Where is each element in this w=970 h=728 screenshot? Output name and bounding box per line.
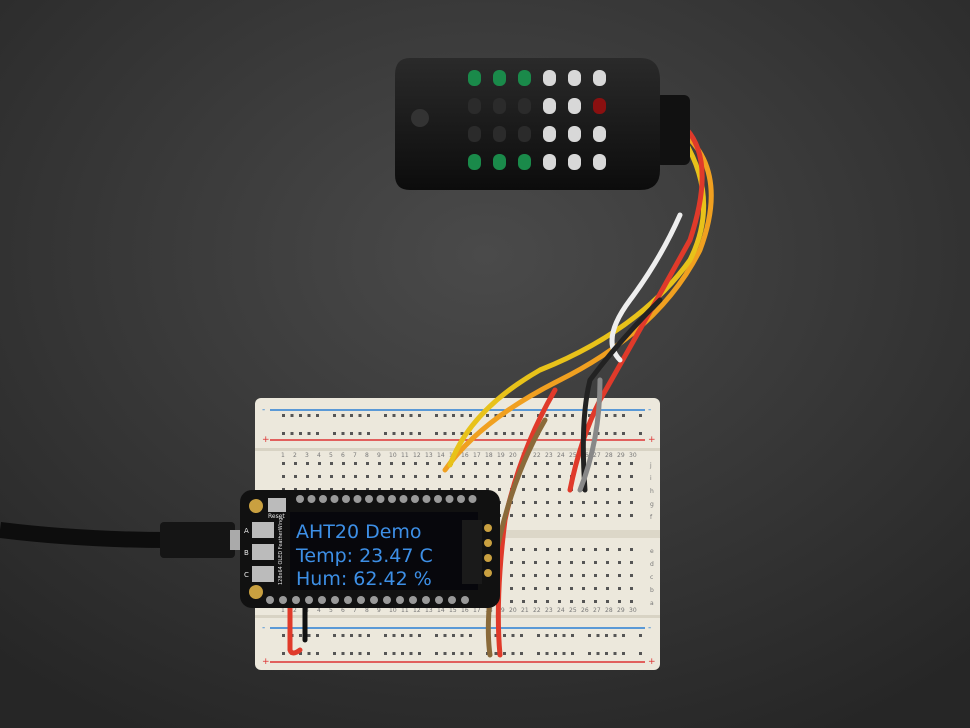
usb-cable	[0, 522, 244, 558]
row-letter: j	[649, 462, 652, 469]
column-number: 4	[317, 607, 321, 614]
column-number: 23	[545, 452, 553, 459]
reset-label: Reset	[268, 513, 285, 520]
oled-line-humidity: Hum: 62.42 %	[296, 568, 432, 590]
column-number: 17	[473, 607, 481, 614]
column-number: 26	[581, 607, 589, 614]
column-number: 6	[341, 607, 345, 614]
row-letter: i	[650, 475, 652, 482]
button-b-label: B	[244, 549, 249, 557]
row-letter: c	[650, 574, 653, 581]
column-number: 20	[509, 452, 517, 459]
column-number: 27	[593, 607, 601, 614]
aht20-sensor-housing	[395, 58, 690, 190]
column-number: 4	[317, 452, 321, 459]
button-b[interactable]	[252, 544, 274, 560]
column-number: 25	[569, 452, 577, 459]
rail-sign: -	[648, 623, 651, 633]
column-number: 9	[377, 452, 381, 459]
column-number: 13	[425, 452, 433, 459]
column-number: 24	[557, 452, 565, 459]
column-number: 20	[509, 607, 517, 614]
column-number: 11	[401, 607, 409, 614]
column-number: 1	[281, 452, 285, 459]
oled-line-temp: Temp: 23.47 C	[295, 545, 433, 567]
oled-featherwing: Reset A B C 128x64 OLED FeatherWing AHT2…	[240, 490, 500, 608]
button-c[interactable]	[252, 566, 274, 582]
rail-sign: +	[648, 657, 656, 667]
column-number: 22	[533, 452, 541, 459]
row-letter: d	[650, 561, 654, 568]
column-number: 15	[449, 607, 457, 614]
row-letter: e	[650, 548, 654, 555]
column-number: 12	[413, 452, 421, 459]
column-number: 19	[497, 607, 505, 614]
column-number: 17	[473, 452, 481, 459]
button-c-label: C	[244, 571, 249, 579]
column-number: 12	[413, 607, 421, 614]
oled-display	[290, 512, 478, 590]
column-number: 5	[329, 452, 333, 459]
column-number: 9	[377, 607, 381, 614]
column-number: 16	[461, 452, 469, 459]
rail-sign: +	[648, 435, 656, 445]
reset-button[interactable]	[268, 498, 286, 512]
column-number: 2	[293, 607, 297, 614]
column-number: 11	[401, 452, 409, 459]
column-number: 21	[521, 607, 529, 614]
button-a[interactable]	[252, 522, 274, 538]
column-number: 8	[365, 607, 369, 614]
column-number: 28	[605, 607, 613, 614]
column-number: 29	[617, 452, 625, 459]
column-number: 14	[437, 452, 445, 459]
column-number: 29	[617, 607, 625, 614]
row-letter: g	[650, 501, 654, 508]
column-number: 7	[353, 452, 357, 459]
rail-sign: -	[648, 405, 651, 415]
silkscreen-label: 128x64 OLED FeatherWing	[278, 518, 284, 585]
rail-sign: +	[262, 657, 270, 667]
column-number: 3	[305, 452, 309, 459]
column-number: 8	[365, 452, 369, 459]
row-letter: f	[650, 514, 653, 521]
column-number: 22	[533, 607, 541, 614]
column-number: 10	[389, 452, 397, 459]
column-number: 30	[629, 607, 637, 614]
column-number: 28	[605, 452, 613, 459]
column-number: 14	[437, 607, 445, 614]
column-number: 5	[329, 607, 333, 614]
column-number: 18	[485, 452, 493, 459]
row-letter: b	[650, 587, 654, 594]
rail-sign: +	[262, 435, 270, 445]
row-letter: a	[650, 600, 654, 607]
column-number: 1	[281, 607, 285, 614]
column-number: 16	[461, 607, 469, 614]
column-number: 25	[569, 607, 577, 614]
column-number: 6	[341, 452, 345, 459]
column-number: 7	[353, 607, 357, 614]
rail-sign: -	[262, 623, 265, 633]
column-number: 2	[293, 452, 297, 459]
oled-line-title: AHT20 Demo	[296, 521, 422, 543]
row-letter: h	[650, 488, 654, 495]
column-number: 27	[593, 452, 601, 459]
column-number: 13	[425, 607, 433, 614]
column-number: 23	[545, 607, 553, 614]
button-a-label: A	[244, 527, 249, 535]
column-number: 24	[557, 607, 565, 614]
column-number: 19	[497, 452, 505, 459]
rail-sign: -	[262, 405, 265, 415]
column-number: 30	[629, 452, 637, 459]
column-number: 10	[389, 607, 397, 614]
